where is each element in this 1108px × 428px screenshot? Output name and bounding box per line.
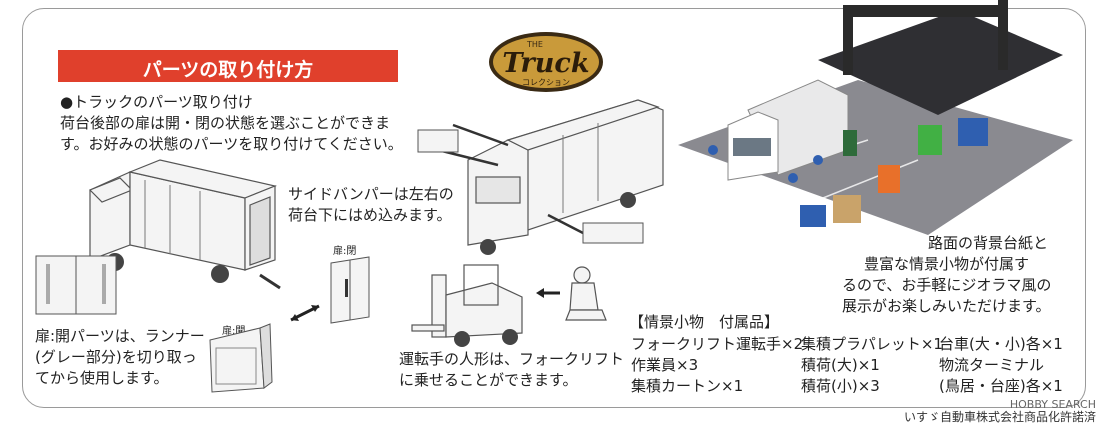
logo-main: Truck <box>502 48 589 79</box>
diorama-note: るので、お手軽にジオラマ風の <box>842 276 1052 294</box>
door-closed-label: 扉:閉 <box>333 246 357 257</box>
door-runner-illustration <box>35 255 117 315</box>
truck-rear-illustration <box>88 159 281 290</box>
forklift-driver-illustration <box>411 264 607 347</box>
section-title-banner: パーツの取り付け方 <box>58 50 398 82</box>
open-parts-note: 扉:開パーツは、ランナー <box>35 327 205 345</box>
accessory-item: (鳥居・台座)各×1 <box>939 377 1063 395</box>
intro-line: す。お好みの状態のパーツを取り付けてください。 <box>60 135 403 153</box>
door-open-illustration <box>209 323 273 393</box>
accessory-item: 物流ターミナル <box>939 356 1045 374</box>
section-title: パーツの取り付け方 <box>142 59 314 81</box>
accessories-header: 【情景小物 付属品】 <box>629 313 780 331</box>
accessory-item: フォークリフト運転手×2 <box>631 335 804 353</box>
driver-note: に乗せることができます。 <box>399 371 578 389</box>
intro-heading: ●トラックのパーツ取り付け <box>60 93 253 111</box>
accessory-item: 台車(大・小)各×1 <box>939 335 1063 353</box>
diorama-scene-illustration <box>678 0 1073 235</box>
diorama-note: 路面の背景台紙と <box>928 234 1049 252</box>
open-parts-note: てから使用します。 <box>35 369 169 387</box>
diorama-note: 展示がお楽しみいただけます。 <box>842 297 1051 315</box>
door-closed-illustration <box>330 256 370 324</box>
side-bumper-note: 荷台下にはめ込みます。 <box>288 206 452 224</box>
truck-collection-logo: THE Truck コレクション <box>489 32 603 92</box>
diorama-note: 豊富な情景小物が付属す <box>864 255 1030 273</box>
accessory-item: 集積プラパレット×1 <box>801 335 943 353</box>
accessory-item: 作業員×3 <box>631 356 699 374</box>
logo-the: THE <box>526 40 543 49</box>
accessory-item: 積荷(小)×3 <box>801 377 880 395</box>
door-open-label: 扉:開 <box>222 326 246 337</box>
logo-sub: コレクション <box>522 78 570 87</box>
accessory-item: 集積カートン×1 <box>631 377 744 395</box>
side-bumper-note: サイドバンパーは左右の <box>288 185 454 203</box>
swap-arrow-icon <box>290 304 320 322</box>
driver-note: 運転手の人形は、フォークリフト <box>399 350 625 368</box>
accessory-item: 積荷(大)×1 <box>801 356 880 374</box>
truck-front-illustration <box>417 99 664 255</box>
instruction-panel <box>22 8 1086 408</box>
license-note: いすゞ自動車株式会社商品化許諾済 <box>903 410 1096 424</box>
hobby-search-watermark: HOBBY SEARCH <box>1009 398 1096 411</box>
open-parts-note: (グレー部分)を切り取っ <box>35 348 197 366</box>
intro-line: 荷台後部の扉は開・閉の状態を選ぶことができま <box>60 114 391 132</box>
